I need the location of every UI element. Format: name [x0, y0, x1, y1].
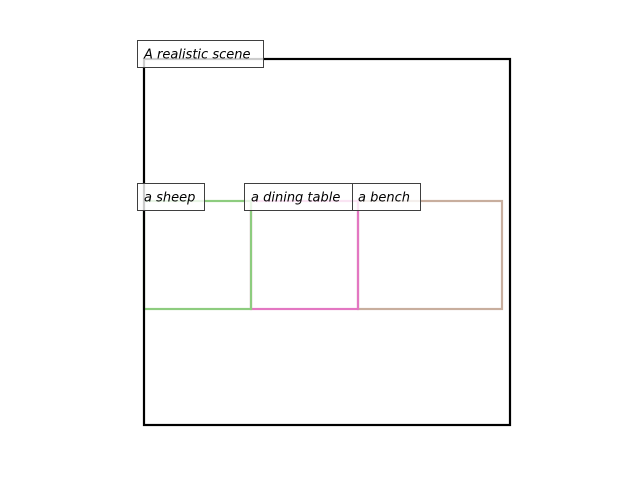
bench-label-box [352, 183, 421, 211]
bench-region-box [356, 199, 504, 311]
scene-label-box [137, 40, 264, 68]
scene-label: A realistic scene [137, 40, 264, 68]
dining-table-region-box [249, 199, 360, 311]
dining-table-label-text: a dining table [251, 191, 340, 206]
scene-label-text: A realistic scene [143, 48, 250, 63]
dining-table-label-box [244, 183, 353, 211]
bench-label-text: a bench [358, 191, 410, 206]
sheep-label-text: a sheep [144, 191, 195, 206]
sheep-label-box [137, 183, 205, 211]
sheep-label: a sheep [137, 183, 205, 211]
dining-table-label: a dining table [244, 183, 353, 211]
scene-frame [142, 57, 512, 427]
sheep-region-box [142, 199, 253, 311]
bench-label: a bench [352, 183, 421, 211]
